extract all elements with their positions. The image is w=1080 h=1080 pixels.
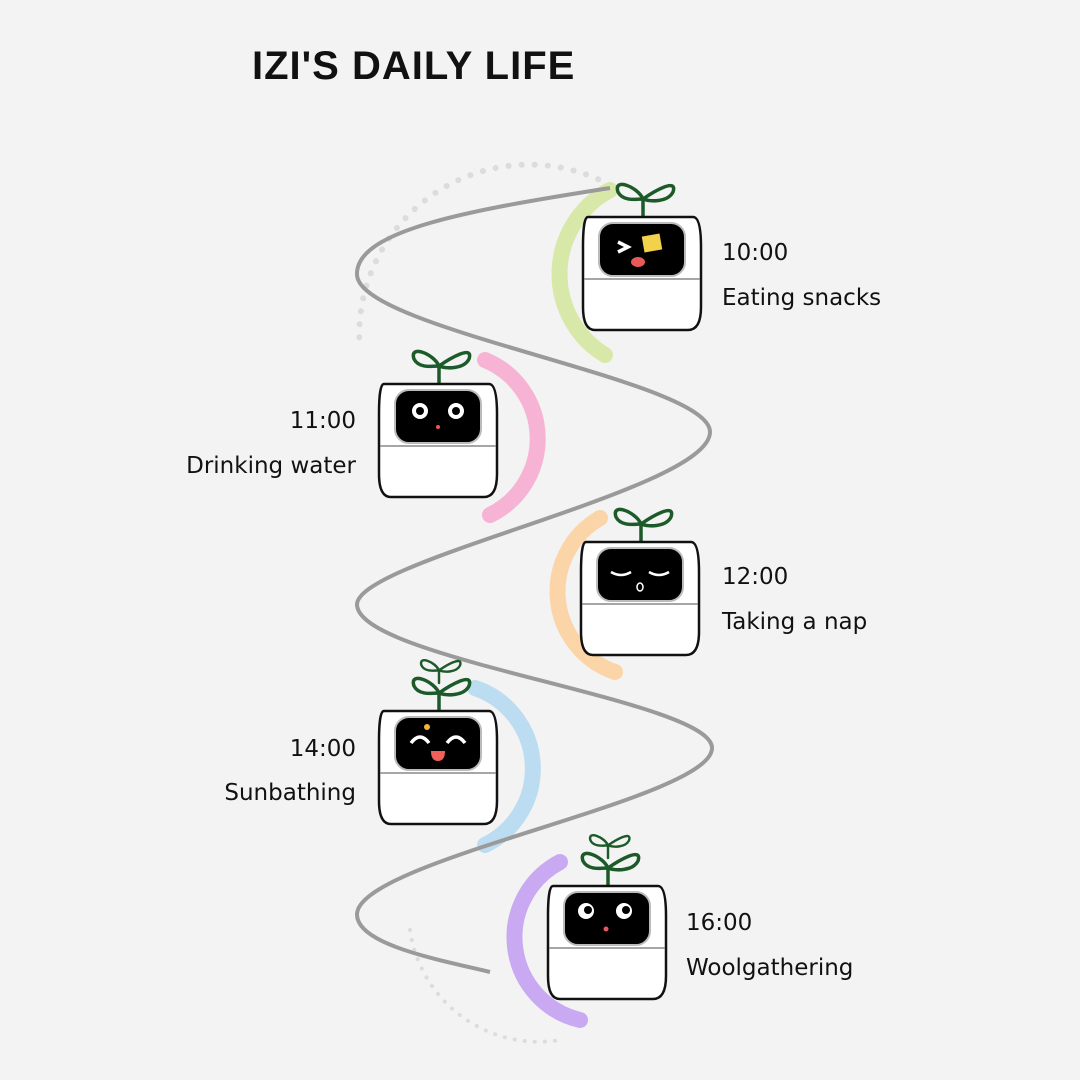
time-label: 16:00 bbox=[686, 910, 753, 936]
time-label: 14:00 bbox=[289, 736, 356, 762]
activity-label: Eating snacks bbox=[722, 285, 882, 311]
robot-woolgathering bbox=[546, 833, 668, 1001]
activity-label: Woolgathering bbox=[686, 955, 854, 981]
robot-eating-snacks bbox=[581, 182, 703, 332]
robot-taking-nap bbox=[579, 507, 701, 657]
arc-pink bbox=[477, 352, 546, 523]
arc-blue bbox=[467, 680, 541, 853]
activity-label: Drinking water bbox=[186, 453, 356, 479]
robot-sunbathing bbox=[377, 658, 499, 826]
robot-drinking-water bbox=[377, 349, 499, 499]
arc-green bbox=[551, 182, 618, 363]
arc-orange bbox=[549, 510, 623, 680]
arc-purple bbox=[506, 854, 588, 1028]
wave-line bbox=[354, 186, 715, 974]
activity-label: Taking a nap bbox=[722, 609, 868, 635]
dotted-arc-top bbox=[356, 161, 613, 353]
time-label: 10:00 bbox=[722, 240, 789, 266]
activity-label: Sunbathing bbox=[224, 780, 356, 806]
time-label: 12:00 bbox=[722, 564, 789, 590]
page-title: IZI'S DAILY LIFE bbox=[252, 44, 576, 88]
time-label: 11:00 bbox=[289, 408, 356, 434]
